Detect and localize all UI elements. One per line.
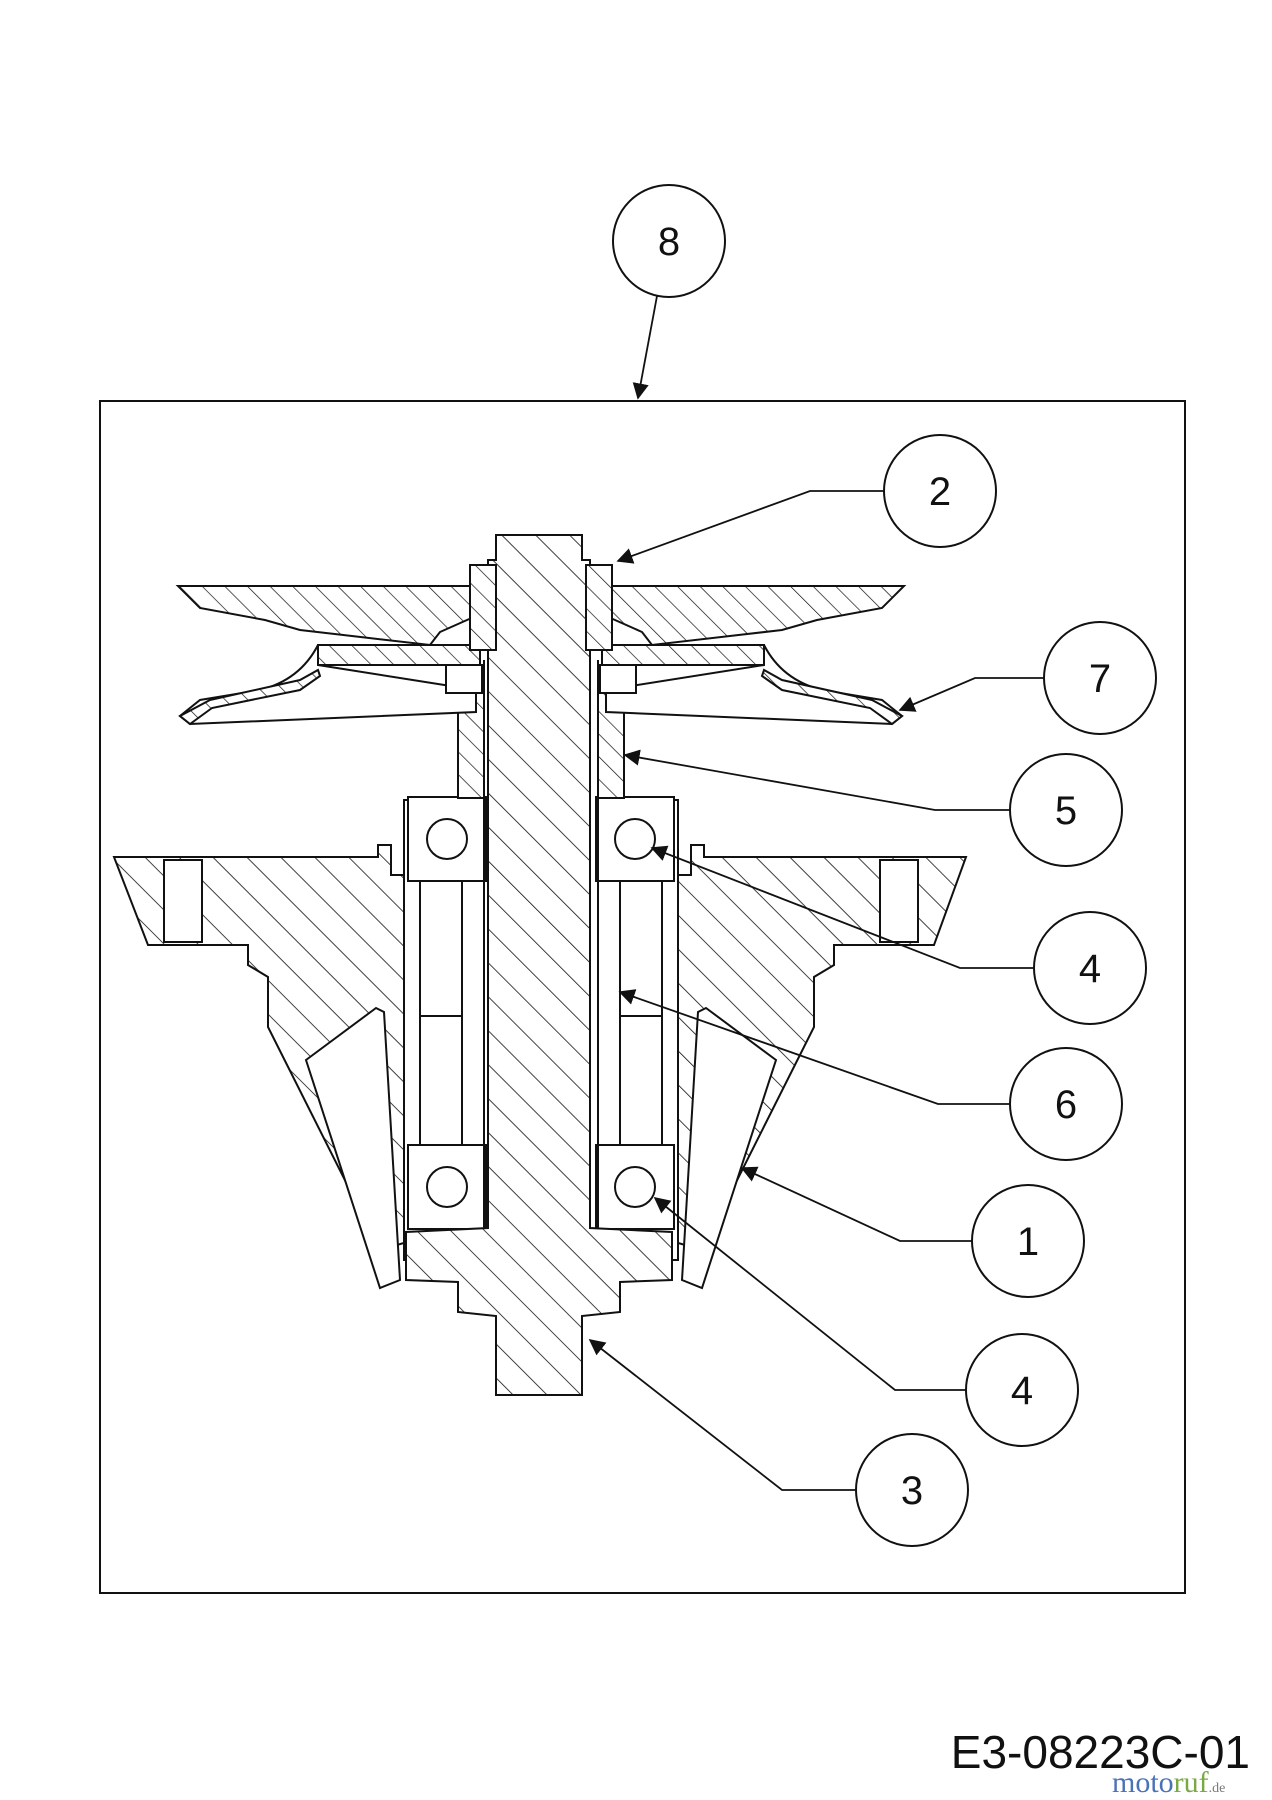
callout-label: 2 bbox=[929, 470, 951, 514]
pulley-bottom-flange-right bbox=[760, 668, 904, 726]
callout-label: 5 bbox=[1055, 789, 1077, 833]
callout-label: 4 bbox=[1079, 947, 1101, 991]
callout-3: 3 bbox=[855, 1433, 969, 1547]
pulley-hub-right bbox=[601, 644, 765, 666]
pulley-hub bbox=[317, 644, 481, 666]
pulley-top-flange bbox=[175, 585, 477, 647]
callout-1: 1 bbox=[971, 1184, 1085, 1298]
housing-skirt-right bbox=[680, 1006, 778, 1290]
upper-bearing bbox=[407, 796, 675, 882]
callout-label: 6 bbox=[1055, 1083, 1077, 1127]
leader-7 bbox=[898, 677, 1044, 712]
callout-7: 7 bbox=[1043, 621, 1157, 735]
leader-2 bbox=[616, 490, 884, 564]
callout-label: 7 bbox=[1089, 657, 1111, 701]
top-nut bbox=[469, 564, 497, 651]
leader-4b bbox=[653, 1196, 966, 1391]
leader-4a bbox=[650, 845, 1034, 969]
callout-4-lower: 4 bbox=[965, 1333, 1079, 1447]
callout-8: 8 bbox=[612, 184, 726, 298]
callout-5: 5 bbox=[1009, 753, 1123, 867]
drawing-code: E3-08223C-01 bbox=[951, 1726, 1250, 1778]
leader-3 bbox=[588, 1339, 855, 1491]
pulley-hub-block-right bbox=[599, 664, 637, 694]
assembly-frame bbox=[99, 400, 1186, 1594]
top-nut-right bbox=[585, 564, 613, 651]
bolt-left bbox=[163, 859, 203, 943]
leader-1 bbox=[740, 1166, 972, 1242]
spacer-left bbox=[419, 879, 463, 1147]
watermark-part2: ruf bbox=[1174, 1766, 1209, 1799]
callout-label: 1 bbox=[1017, 1220, 1039, 1264]
spacer-right bbox=[619, 879, 663, 1147]
pulley-top-flange-right bbox=[605, 585, 907, 647]
callout-label: 4 bbox=[1011, 1369, 1033, 1413]
callout-2: 2 bbox=[883, 434, 997, 548]
leader-5 bbox=[623, 749, 1010, 811]
housing-skirt-left bbox=[304, 1006, 402, 1290]
watermark-part1: moto bbox=[1112, 1766, 1174, 1799]
pulley-hub-block-left bbox=[445, 664, 483, 694]
pulley-bottom-flange-left bbox=[178, 668, 322, 726]
bolt-right bbox=[879, 859, 919, 943]
callout-6: 6 bbox=[1009, 1047, 1123, 1161]
svg-text:motoruf.de: motoruf.de bbox=[1112, 1766, 1225, 1799]
callout-label: 8 bbox=[658, 220, 680, 264]
lower-bearing bbox=[407, 1144, 675, 1230]
callout-4-upper: 4 bbox=[1033, 911, 1147, 1025]
watermark-logo: motoruf.de bbox=[1112, 1766, 1225, 1799]
watermark-suffix: .de bbox=[1209, 1781, 1226, 1796]
leader-8 bbox=[632, 295, 658, 400]
spindle-shaft bbox=[405, 534, 673, 1396]
leader-6 bbox=[618, 989, 1010, 1105]
callout-label: 3 bbox=[901, 1469, 923, 1513]
